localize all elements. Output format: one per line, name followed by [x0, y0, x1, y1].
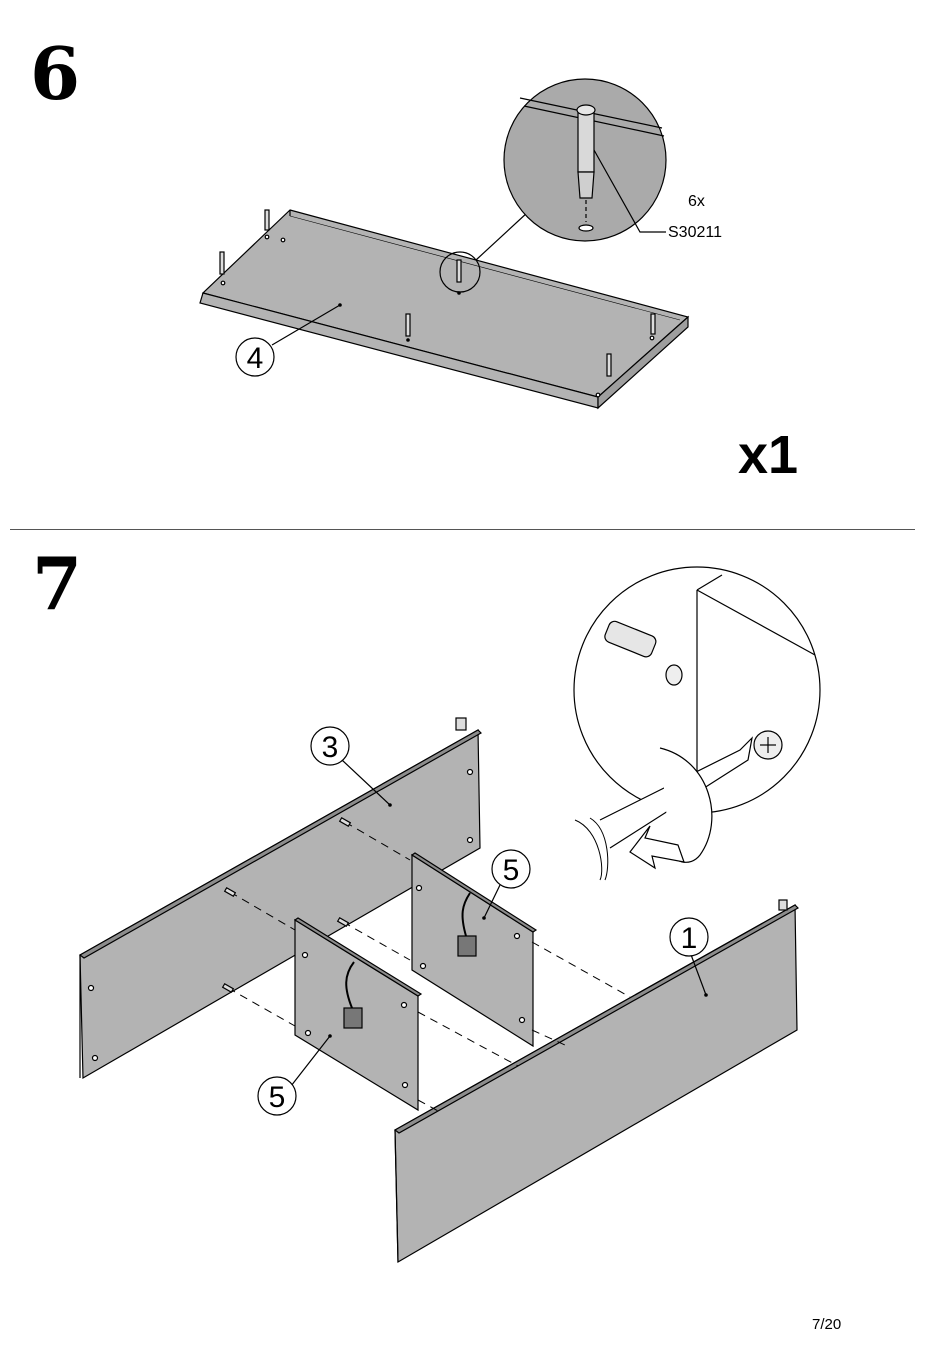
callout-label-5-front: 5 — [269, 1081, 286, 1114]
callout-label-1: 1 — [681, 922, 698, 955]
callout-label-3: 3 — [322, 731, 339, 764]
hardware-count: 6x — [688, 193, 705, 210]
callout-label-5-rear: 5 — [503, 854, 520, 887]
cam-bolt-detail — [504, 79, 666, 241]
step-6-illustration — [200, 79, 688, 408]
board-4 — [200, 210, 688, 408]
pozidriv-head-icon — [754, 731, 782, 759]
panel-5-front — [295, 918, 421, 1110]
hardware-code: S30211 — [668, 224, 722, 241]
step-7-illustration — [80, 567, 820, 1262]
callout-label-4: 4 — [247, 342, 264, 375]
